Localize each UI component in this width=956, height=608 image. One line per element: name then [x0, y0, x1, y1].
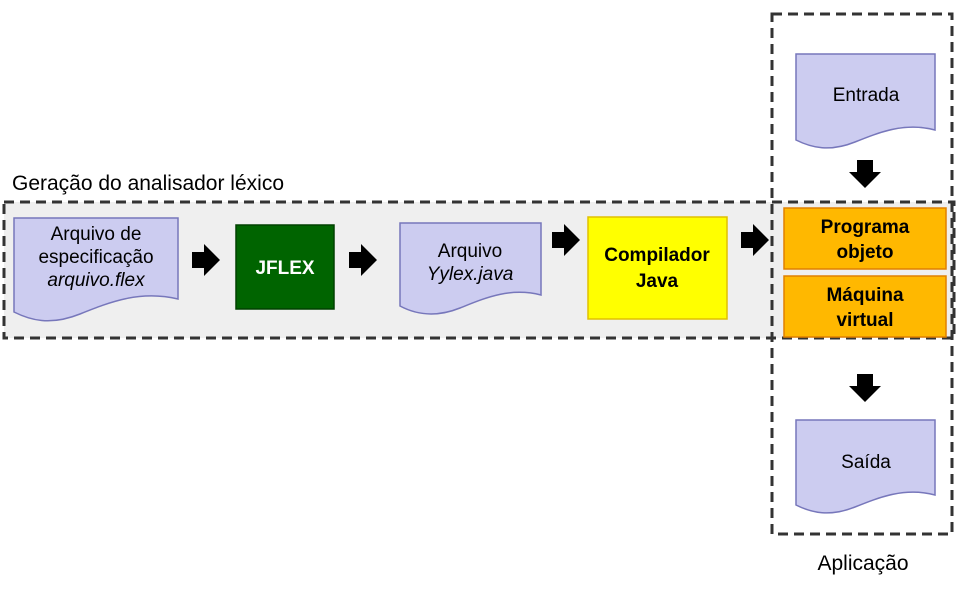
spec-file-line1: Arquivo de: [51, 224, 142, 245]
compiler-node: Compilador Java: [587, 216, 728, 320]
output-label: Saída: [841, 452, 891, 473]
object-program-node: Programa objeto: [783, 207, 947, 270]
application-group-box: [770, 12, 954, 536]
object-program-line2: objeto: [837, 242, 894, 263]
spec-file-line3: arquivo.flex: [47, 270, 146, 291]
application-group-label: Aplicação: [817, 552, 908, 575]
jflex-label: JFLEX: [255, 258, 314, 279]
java-file-node: Arquivo Yylex.java: [399, 222, 542, 315]
java-file-line2: Yylex.java: [427, 264, 514, 285]
output-node: Saída: [795, 419, 936, 514]
spec-file-line2: especificação: [38, 247, 153, 268]
virtual-machine-line2: virtual: [836, 310, 893, 331]
input-label: Entrada: [833, 85, 900, 106]
input-node: Entrada: [795, 53, 936, 149]
virtual-machine-line1: Máquina: [826, 285, 903, 306]
java-file-line1: Arquivo: [438, 241, 502, 262]
virtual-machine-node: Máquina virtual: [783, 275, 947, 338]
generation-group-label: Geração do analisador léxico: [12, 172, 284, 195]
jflex-node: JFLEX: [235, 224, 335, 310]
arrow-vm-to-output: [849, 374, 881, 402]
spec-file-node: Arquivo de especificação arquivo.flex: [13, 217, 179, 322]
compiler-line1: Compilador: [604, 245, 710, 266]
arrow-input-to-program: [849, 160, 881, 188]
object-program-line1: Programa: [821, 217, 910, 238]
compiler-line2: Java: [636, 271, 679, 292]
